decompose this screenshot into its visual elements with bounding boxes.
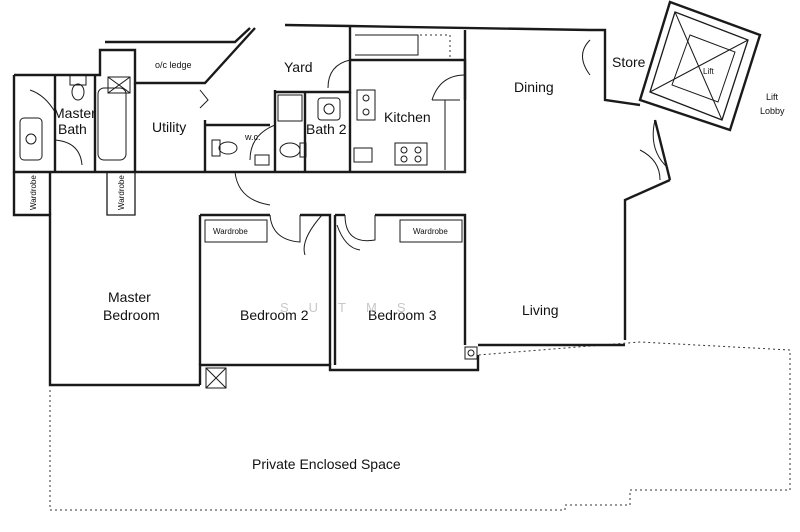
bath2-label: Bath 2 (306, 121, 347, 137)
lift-core (638, 0, 762, 132)
wardrobes (204, 219, 463, 243)
kitchen-label: Kitchen (384, 109, 431, 125)
yard-label: Yard (284, 59, 313, 75)
wardrobe-label-master-bed: Wardrobe (117, 175, 126, 210)
lift-lobby-label-2: Lobby (760, 106, 785, 116)
wardrobe-label-bed3: Wardrobe (413, 227, 448, 236)
entry-door (652, 119, 669, 169)
wardrobe-label-bed2: Wardrobe (213, 227, 248, 236)
lift-label: Lift (703, 67, 714, 76)
fixtures (19, 34, 478, 389)
bedroom3-label: Bedroom 3 (368, 307, 437, 323)
private-space-label: Private Enclosed Space (252, 456, 401, 472)
watermark: SUTMS (280, 300, 426, 315)
living-label: Living (522, 302, 559, 318)
utility-label: Utility (152, 119, 186, 135)
master-bedroom-label-1: Master (108, 289, 151, 305)
wc-label: w.c. (244, 132, 261, 142)
wardrobe-label-master-bath: Wardrobe (29, 175, 38, 210)
service-walls (53, 30, 467, 174)
master-bath-label-2: Bath (58, 121, 87, 137)
lift-lobby-label-1: Lift (766, 92, 779, 102)
outer-walls (12, 23, 672, 387)
private-space-boundary (49, 341, 791, 511)
doors (29, 39, 661, 256)
oc-ledge-label: o/c ledge (155, 60, 192, 70)
master-bath-label-1: Master (53, 105, 96, 121)
master-bedroom-label-2: Bedroom (103, 307, 160, 323)
store-label: Store (612, 54, 646, 70)
bedroom-walls (13, 172, 467, 365)
bedroom2-label: Bedroom 2 (240, 307, 309, 323)
dining-label: Dining (514, 79, 554, 95)
